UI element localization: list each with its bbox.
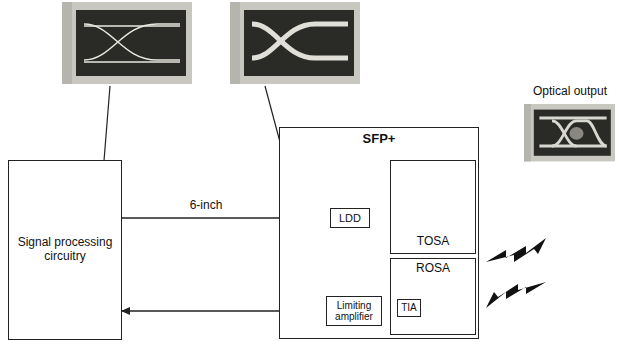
node-label: SFP+ (363, 132, 396, 147)
length-label: 6-inch (188, 198, 225, 212)
eye-diagram (524, 104, 615, 161)
circuit-block: Signal processing circuitry (8, 160, 122, 340)
eye-diagram (230, 2, 360, 84)
node-label: LDD (339, 212, 361, 225)
optical-subassembly: ROSA TIA (390, 258, 476, 335)
caption-label: Optical output (531, 84, 609, 98)
node-label: Signal processing circuitry (11, 236, 119, 264)
driver-block: LDD (330, 208, 370, 228)
eye-diagram (62, 2, 192, 84)
node-label: TIA (401, 302, 417, 314)
optical-arrow (486, 238, 546, 262)
node-label: ROSA (416, 262, 450, 276)
node-label: TOSA (417, 235, 449, 249)
optical-subassembly: TOSA (390, 160, 476, 254)
module-housing: SFP+ LDD TOSA ROSA TIA Limiting amplifier (279, 127, 479, 339)
node-label: Limiting amplifier (329, 300, 379, 323)
amplifier-block: Limiting amplifier (326, 296, 382, 326)
optical-arrow (486, 282, 546, 308)
amplifier-block: TIA (397, 299, 421, 317)
